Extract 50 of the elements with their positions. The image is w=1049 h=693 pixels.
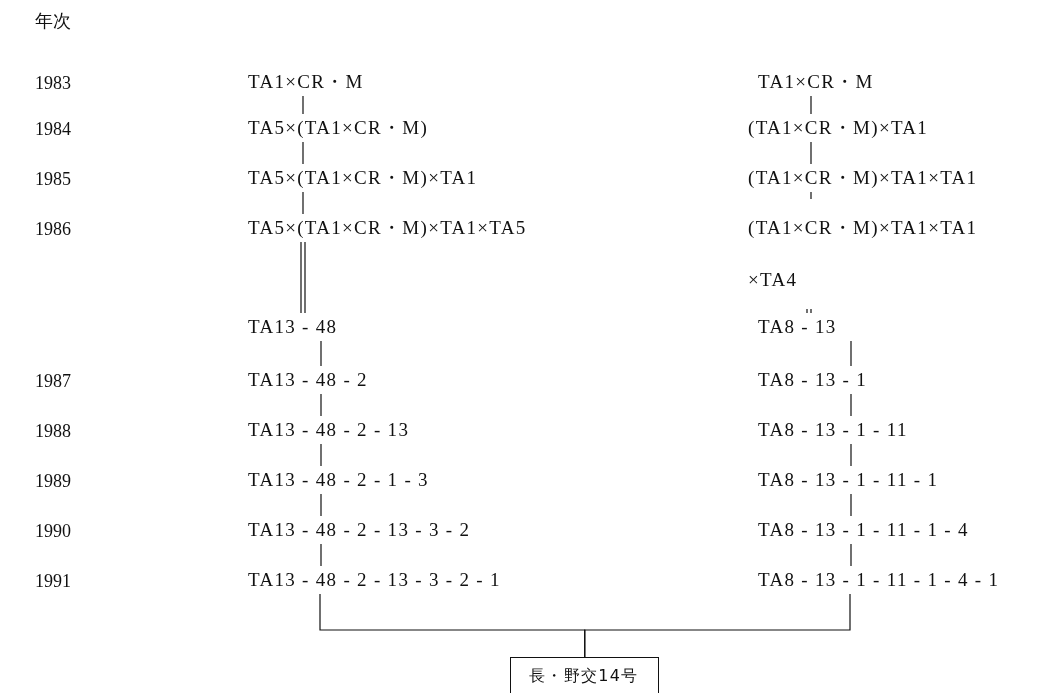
year-label: 1987	[35, 370, 71, 392]
pedigree-entry: TA8 - 13 - 1 - 11 - 1 - 4 - 1	[758, 569, 1000, 591]
pedigree-entry: TA5×(TA1×CR・M)	[248, 117, 429, 139]
connector-line	[850, 443, 852, 467]
connector-line	[302, 141, 304, 165]
pedigree-entry: TA1×CR・M	[248, 71, 364, 93]
pedigree-entry: TA5×(TA1×CR・M)×TA1×TA5	[248, 217, 527, 239]
connector-line	[810, 141, 812, 165]
pedigree-entry: TA8 - 13 - 1 - 11 - 1	[758, 469, 939, 491]
pedigree-entry: TA8 - 13 - 1	[758, 369, 868, 391]
year-label: 1991	[35, 570, 71, 592]
connector-line	[320, 393, 322, 417]
pedigree-entry: TA13 - 48 - 2 - 13	[248, 419, 410, 441]
connector-line	[810, 95, 812, 115]
connector-line	[302, 95, 304, 115]
variety-box: 長・野交14号	[510, 657, 660, 693]
year-label: 1988	[35, 420, 71, 442]
pedigree-entry: TA13 - 48	[248, 316, 338, 338]
connector-line	[320, 493, 322, 517]
pedigree-entry: TA8 - 13 - 1 - 11 - 1 - 4	[758, 519, 969, 541]
connector-line	[320, 443, 322, 467]
double-line	[300, 241, 306, 314]
connector-line	[320, 543, 322, 567]
year-label: 1984	[35, 118, 71, 140]
connector-line	[850, 393, 852, 417]
pedigree-entry: TA1×CR・M	[758, 71, 874, 93]
pedigree-entry: (TA1×CR・M)×TA1	[748, 117, 929, 139]
pedigree-entry: (TA1×CR・M)×TA1×TA1 ×TA4	[748, 202, 1003, 306]
pedigree-entry: TA13 - 48 - 2 - 13 - 3 - 2 - 1	[248, 569, 501, 591]
pedigree-entry: (TA1×CR・M)×TA1×TA1	[748, 167, 978, 189]
pedigree-entry: TA5×(TA1×CR・M)×TA1	[248, 167, 478, 189]
connector-line	[302, 191, 304, 215]
year-label: 1985	[35, 168, 71, 190]
connector-line	[320, 340, 322, 367]
connector-line	[584, 593, 851, 658]
year-label: 1983	[35, 72, 71, 94]
column-heading: 年次	[35, 10, 71, 32]
year-label: 1990	[35, 520, 71, 542]
connector-line	[810, 191, 812, 200]
pedigree-entry: TA8 - 13 - 1 - 11	[758, 419, 908, 441]
connector-line	[850, 493, 852, 517]
pedigree-entry: TA13 - 48 - 2	[248, 369, 368, 391]
pedigree-entry: TA13 - 48 - 2 - 1 - 3	[248, 469, 429, 491]
connector-line	[850, 340, 852, 367]
year-label: 1986	[35, 218, 71, 240]
pedigree-entry: TA8 - 13	[758, 316, 837, 338]
pedigree-entry: TA13 - 48 - 2 - 13 - 3 - 2	[248, 519, 471, 541]
connector-line	[850, 543, 852, 567]
double-line	[806, 308, 812, 314]
year-label: 1989	[35, 470, 71, 492]
